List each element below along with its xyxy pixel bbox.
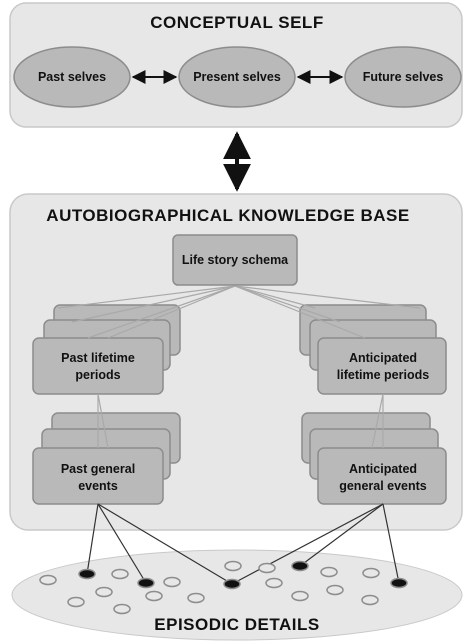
past-periods-node bbox=[32, 337, 164, 395]
detail-dot bbox=[320, 566, 338, 578]
detail-dot bbox=[187, 592, 205, 604]
detail-dot bbox=[291, 590, 309, 602]
knowledge-base-title: AUTOBIOGRAPHICAL KNOWLEDGE BASE bbox=[46, 206, 409, 225]
episodic-active-dots bbox=[78, 560, 408, 590]
detail-dot-active bbox=[223, 578, 241, 590]
anticipated-periods-label-1: Anticipated bbox=[349, 351, 417, 365]
detail-dot bbox=[111, 568, 129, 580]
detail-dot-active bbox=[137, 577, 155, 589]
anticipated-events-node bbox=[317, 447, 447, 505]
detail-dot bbox=[224, 560, 242, 572]
anticipated-events-label-2: general events bbox=[339, 479, 427, 493]
past-selves-node bbox=[13, 46, 131, 108]
present-selves-node bbox=[178, 46, 296, 108]
detail-dot bbox=[67, 596, 85, 608]
past-events-node bbox=[32, 447, 164, 505]
past-periods-label-2: periods bbox=[75, 368, 120, 382]
anticipated-periods-label-2: lifetime periods bbox=[337, 368, 429, 382]
anticipated-periods-node bbox=[317, 337, 447, 395]
detail-dot bbox=[145, 590, 163, 602]
past-events-label-2: events bbox=[78, 479, 118, 493]
life-story-connectors bbox=[57, 285, 421, 339]
period-event-connectors bbox=[97, 393, 384, 449]
past-selves-label: Past selves bbox=[38, 70, 106, 84]
present-selves-label: Present selves bbox=[193, 70, 281, 84]
life-story-label: Life story schema bbox=[182, 253, 289, 267]
detail-dot bbox=[113, 603, 131, 615]
detail-dot-active bbox=[78, 568, 96, 580]
past-periods-label-1: Past lifetime bbox=[61, 351, 135, 365]
future-selves-label: Future selves bbox=[363, 70, 444, 84]
episodic-dots bbox=[39, 560, 380, 615]
detail-dot bbox=[326, 584, 344, 596]
detail-dot bbox=[362, 567, 380, 579]
conceptual-self-title: CONCEPTUAL SELF bbox=[150, 13, 323, 32]
detail-dot bbox=[39, 574, 57, 586]
detail-dot bbox=[361, 594, 379, 606]
episodic-details-title: EPISODIC DETAILS bbox=[154, 615, 319, 634]
event-detail-connectors bbox=[86, 503, 400, 585]
detail-dot bbox=[258, 562, 276, 574]
anticipated-events-label-1: Anticipated bbox=[349, 462, 417, 476]
detail-dot-active bbox=[291, 560, 309, 572]
detail-dot-active bbox=[390, 577, 408, 589]
past-events-label-1: Past general bbox=[61, 462, 135, 476]
life-story-node bbox=[172, 234, 298, 286]
detail-dot bbox=[163, 576, 181, 588]
future-selves-node bbox=[344, 46, 462, 108]
detail-dot bbox=[265, 577, 283, 589]
detail-dot bbox=[95, 586, 113, 598]
